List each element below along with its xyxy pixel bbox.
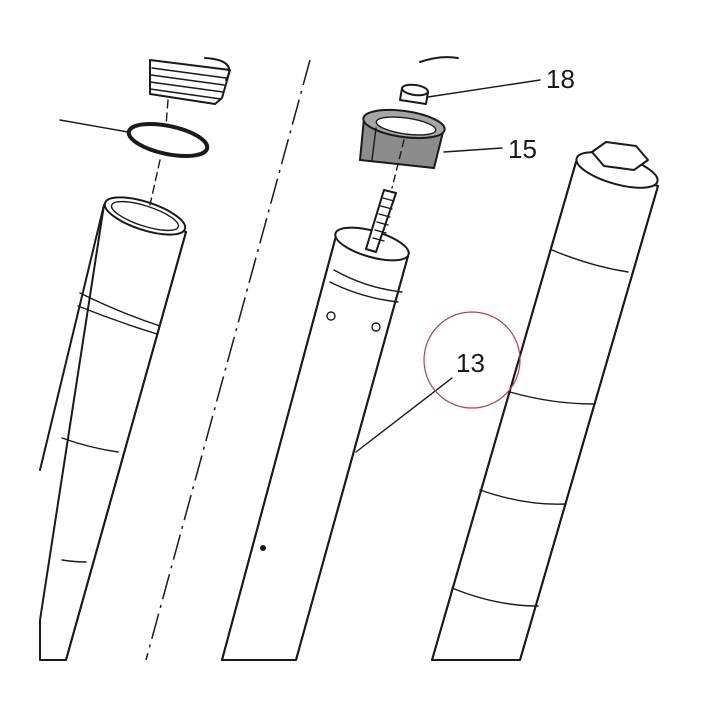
o-ring-part bbox=[59, 99, 210, 206]
left-fork-tube bbox=[39, 196, 187, 661]
threaded-rod bbox=[365, 189, 397, 253]
callout-13: 13 bbox=[456, 348, 485, 378]
center-axis-line bbox=[145, 59, 311, 661]
collar-part-15 bbox=[358, 108, 446, 189]
leader-line-15 bbox=[443, 147, 503, 153]
highlight-circle bbox=[423, 311, 521, 409]
callout-18: 18 bbox=[546, 64, 575, 94]
leader-line-13 bbox=[355, 377, 453, 453]
right-fork-tube bbox=[431, 141, 659, 661]
callout-15: 15 bbox=[508, 134, 537, 164]
left-top-fitting bbox=[149, 57, 231, 105]
small-nut-part-18 bbox=[399, 56, 459, 105]
leader-line-18 bbox=[427, 79, 541, 98]
middle-fork-tube bbox=[221, 226, 410, 661]
